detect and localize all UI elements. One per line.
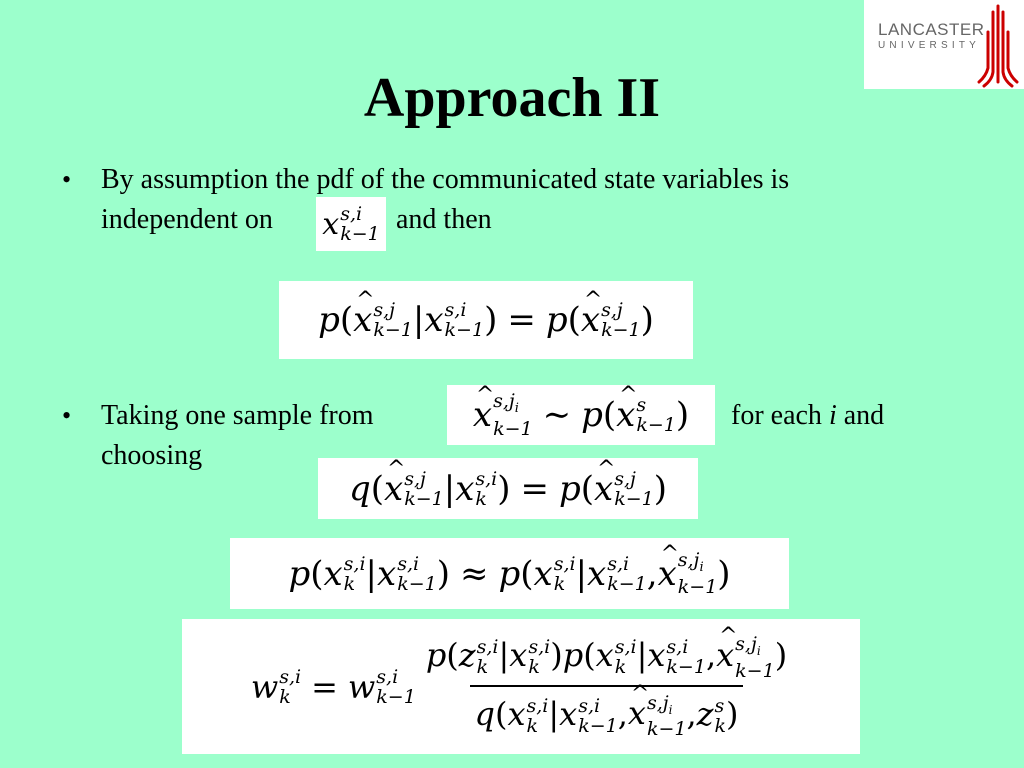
logo-text-top: LANCASTER — [878, 20, 985, 39]
logo-text-bottom: UNIVERSITY — [878, 40, 981, 51]
slide-title: Approach II — [363, 67, 661, 129]
equation-approximation: p(xs,ik|xs,ik−1)≈p(xs,ik|xs,ik−1,xs,jik−… — [230, 538, 789, 609]
bullet-dot-2: • — [62, 401, 72, 430]
equation-proposal: q(xs,jk−1|xs,ik)=p(xs,jk−1) — [318, 457, 698, 519]
logo-emblem-icon — [977, 4, 1019, 88]
bullet-2-line-1-end: for each i and — [731, 400, 885, 431]
bullet-1-line-2-end: and then — [396, 204, 492, 235]
bullet-2-line-1-start: Taking one sample from — [101, 400, 374, 431]
bullet-1-line-1: By assumption the pdf of the communicate… — [101, 164, 790, 195]
equation-independence: p(xs,jk−1|xs,ik−1)=p(xs,jk−1) — [279, 281, 693, 359]
university-logo: LANCASTER UNIVERSITY — [864, 0, 1024, 89]
math-sample-draw: xs,jik−1∼p(xsk−1) — [447, 383, 715, 445]
bullet-1-line-2-start: independent on — [101, 204, 273, 235]
bullet-dot-1: • — [62, 165, 72, 194]
bullet-2-line-2: choosing — [101, 440, 203, 471]
